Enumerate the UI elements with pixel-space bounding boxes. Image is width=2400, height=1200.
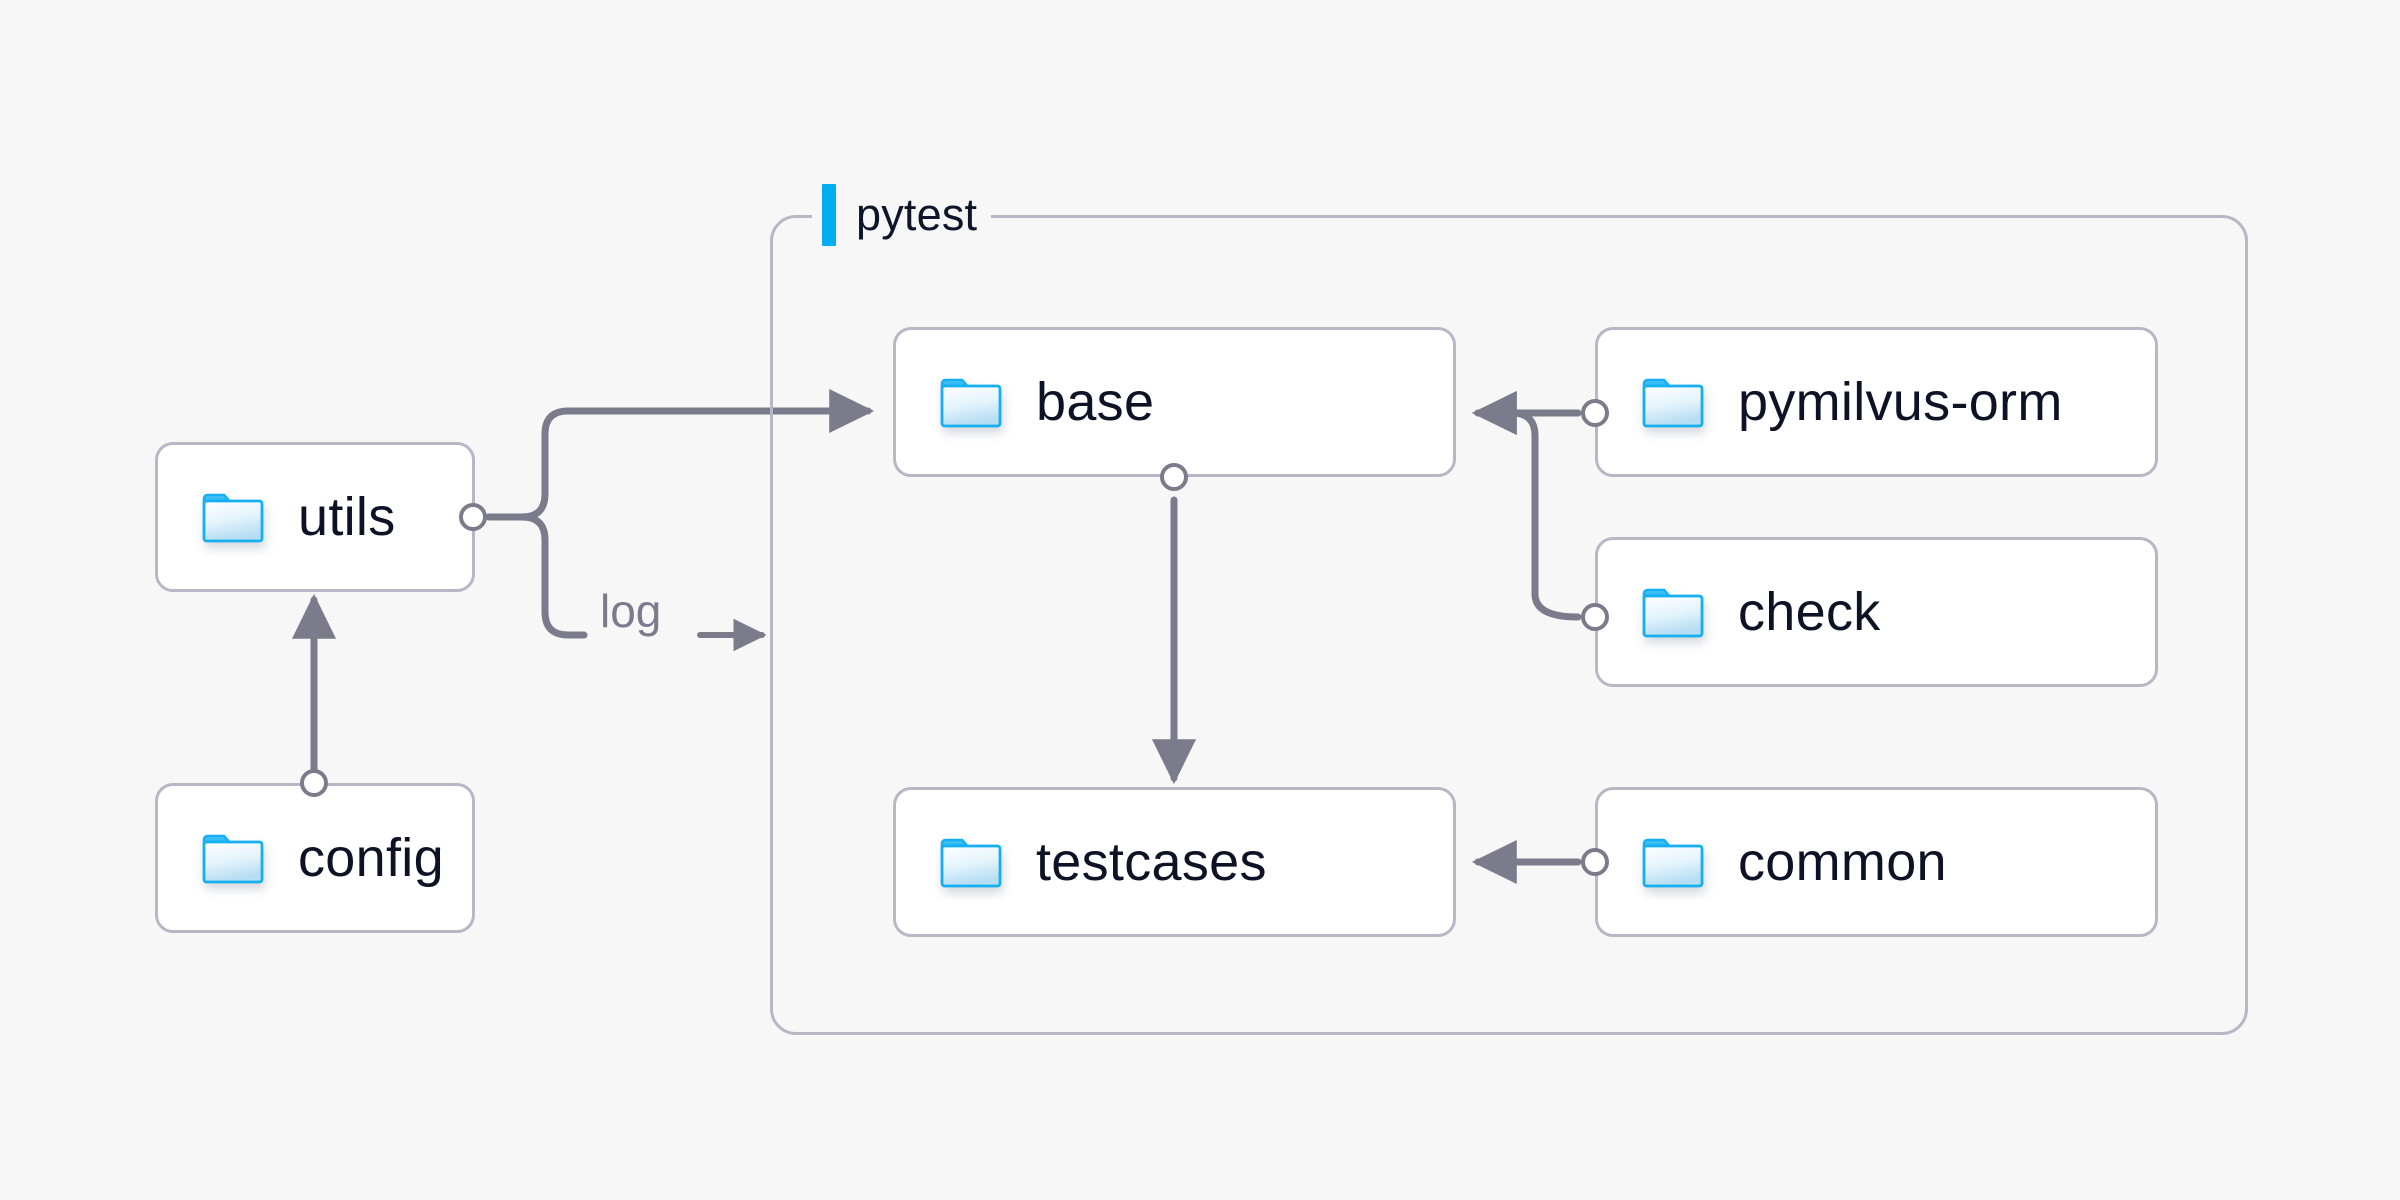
group-label-pytest: pytest [812, 184, 992, 246]
port-config-top[interactable] [300, 769, 328, 797]
node-label: check [1738, 582, 1881, 642]
node-pymilvus-orm[interactable]: pymilvus-orm [1595, 327, 2158, 477]
edge-label-log: log [600, 585, 662, 637]
node-label: base [1036, 372, 1155, 432]
node-utils[interactable]: utils [155, 442, 475, 592]
folder-icon [940, 376, 1002, 428]
port-check-left[interactable] [1581, 603, 1609, 631]
node-label: testcases [1036, 832, 1267, 892]
edge-utils-to-log [485, 513, 588, 639]
node-config[interactable]: config [155, 783, 475, 933]
node-label: pymilvus-orm [1738, 372, 2063, 432]
node-common[interactable]: common [1595, 787, 2158, 937]
group-container-pytest[interactable] [770, 215, 2248, 1035]
port-utils-right[interactable] [459, 503, 487, 531]
folder-icon [940, 836, 1002, 888]
node-check[interactable]: check [1595, 537, 2158, 687]
accent-bar-icon [822, 184, 836, 246]
port-pymilvus-orm-left[interactable] [1581, 399, 1609, 427]
folder-icon [1642, 586, 1704, 638]
node-testcases[interactable]: testcases [893, 787, 1456, 937]
port-common-left[interactable] [1581, 848, 1609, 876]
folder-icon [1642, 836, 1704, 888]
node-base[interactable]: base [893, 327, 1456, 477]
port-base-bottom[interactable] [1160, 463, 1188, 491]
folder-icon [202, 491, 264, 543]
node-label: utils [298, 487, 396, 547]
node-label: config [298, 828, 444, 888]
folder-icon [202, 832, 264, 884]
group-title: pytest [856, 189, 978, 240]
node-label: common [1738, 832, 1947, 892]
folder-icon [1642, 376, 1704, 428]
